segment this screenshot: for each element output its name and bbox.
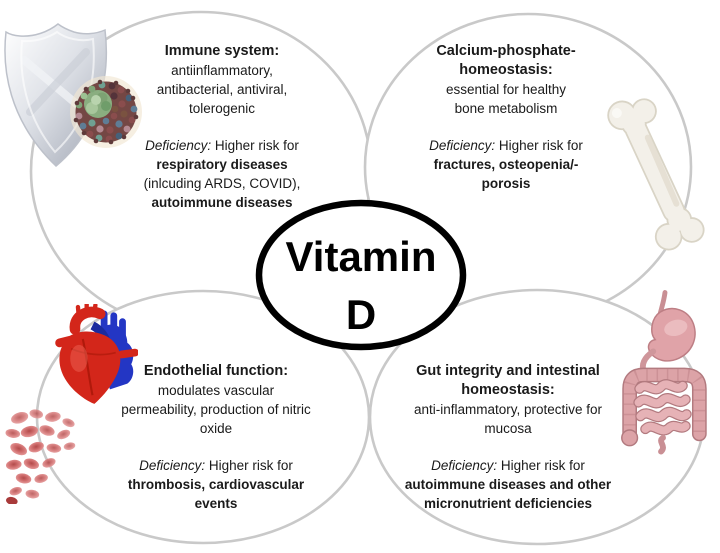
virus-capsid-dots <box>73 79 139 145</box>
calcium-deficiency-text: Deficiency: Higher risk for fractures, o… <box>417 136 595 193</box>
endothelial-function-line: modulates vascular <box>157 383 275 398</box>
deficiency-bold: autoimmune diseases <box>151 195 293 210</box>
deficiency-label: Deficiency: <box>431 458 498 473</box>
red-blood-cells-icon <box>5 409 76 504</box>
center-vitamin-d-label: Vitamin D <box>259 203 463 347</box>
gut-title-line: Gut integrity and intestinal <box>416 363 600 379</box>
endothelial-function-line: permeability, production of nitric <box>121 402 311 417</box>
endothelial-deficiency-text: Deficiency: Higher risk for thrombosis, … <box>110 456 322 513</box>
deficiency-text: Higher risk for <box>495 138 587 153</box>
endothelial-title-line: Endothelial function: <box>143 363 289 379</box>
calcium-title-line: homeostasis: <box>459 62 553 78</box>
immune-function-line: tolerogenic <box>188 101 256 116</box>
endothelial-quadrant-text: Endothelial function: modulates vascular… <box>101 362 331 513</box>
deficiency-label: Deficiency: <box>145 138 212 153</box>
deficiency-bold: fractures, osteopenia/-porosis <box>433 157 579 191</box>
center-ellipse <box>255 199 467 351</box>
d-line: D <box>345 291 377 338</box>
immune-title-line: Immune system: <box>164 43 280 59</box>
virus-icon <box>70 76 142 148</box>
deficiency-text: Higher risk for <box>497 458 589 473</box>
calcium-function-line: essential for healthy <box>445 82 567 97</box>
heart-icon <box>55 304 138 404</box>
gut-function-line: anti-inflammatory, protective for <box>413 402 603 417</box>
gut-quadrant-text: Gut integrity and intestinal homeostasis… <box>390 362 626 513</box>
deficiency-text: Higher risk for <box>205 458 297 473</box>
deficiency-label: Deficiency: <box>429 138 496 153</box>
endothelial-function-line: oxide <box>199 421 233 436</box>
heart-image <box>55 304 138 404</box>
calcium-quadrant-text: Calcium-phosphate- homeostasis: essentia… <box>396 42 616 193</box>
deficiency-label: Deficiency: <box>139 458 206 473</box>
calcium-function-line: bone metabolism <box>454 101 558 116</box>
immune-function-line: antibacterial, antiviral, <box>156 82 288 97</box>
femur-icon <box>607 98 705 251</box>
blood-cells-image <box>5 409 76 504</box>
deficiency-bold: thrombosis, cardiovascular events <box>127 477 308 511</box>
immune-function-line: antiinflammatory, <box>171 63 273 78</box>
gut-function-line: mucosa <box>484 421 532 436</box>
immune-quadrant-text: Immune system: antiinflammatory, antibac… <box>112 42 332 212</box>
shield-virus-image <box>4 23 142 168</box>
deficiency-text: (inlcuding ARDS, COVID), <box>143 157 305 191</box>
stomach-intestine-icon <box>621 290 707 455</box>
bone-image <box>607 98 705 251</box>
calcium-title-line: Calcium-phosphate- <box>436 43 576 59</box>
gut-title-line: homeostasis: <box>461 382 555 398</box>
gut-deficiency-text: Deficiency: Higher risk for autoimmune d… <box>390 456 626 513</box>
digestive-tract-image <box>621 290 707 455</box>
vitamin-line: Vitamin <box>285 233 437 280</box>
deficiency-bold: autoimmune diseases and other micronutri… <box>404 477 615 511</box>
deficiency-bold: respiratory diseases <box>156 157 288 172</box>
immune-deficiency-text: Deficiency: Higher risk for respiratory … <box>133 136 311 212</box>
deficiency-text: Higher risk for <box>211 138 303 153</box>
small-intestine-coils <box>633 379 692 436</box>
